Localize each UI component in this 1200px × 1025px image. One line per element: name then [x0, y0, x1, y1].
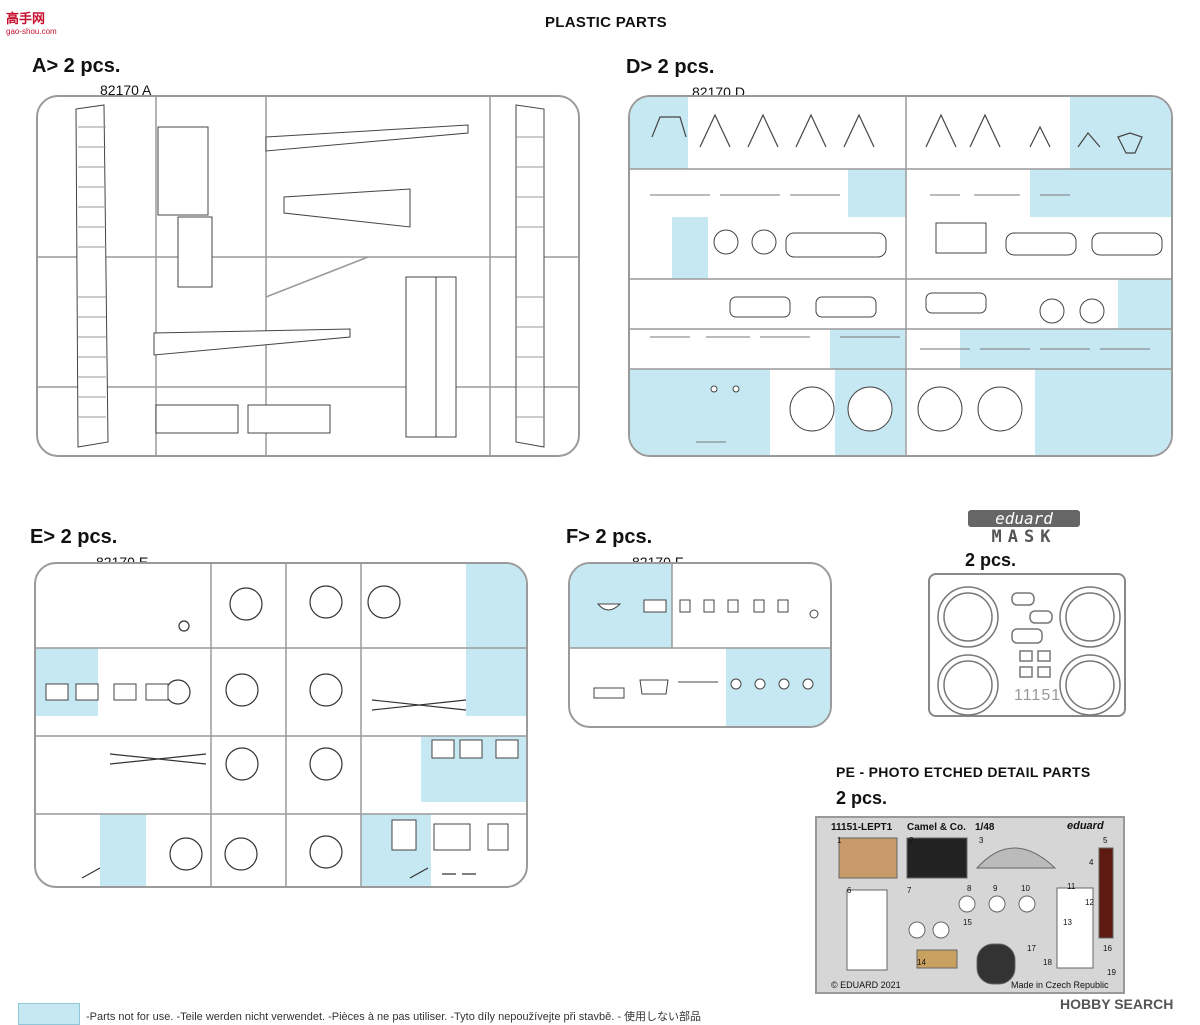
pe-part-number: 2 [909, 836, 914, 845]
pe-part-number: 17 [1027, 944, 1036, 953]
pe-part-number: 12 [1085, 898, 1094, 907]
unused-part-area [36, 648, 98, 716]
pe-part-number: 19 [1107, 968, 1116, 977]
mask-shapes [937, 586, 1121, 716]
pe-part-number: 16 [1103, 944, 1112, 953]
pe-part-number: 4 [1089, 858, 1094, 867]
pe-part-number: 15 [963, 918, 972, 927]
page-title: PLASTIC PARTS [545, 14, 667, 31]
sprue-e-frame [34, 562, 528, 888]
sprue-e-label: E> 2 pcs. [30, 526, 118, 548]
mask-logo: eduard MASK [968, 510, 1080, 547]
pe-title: PE - PHOTO ETCHED DETAIL PARTS [836, 764, 1091, 780]
mask-code: 11151 [1014, 687, 1062, 704]
unused-part-area [466, 648, 526, 716]
unused-part-area [848, 169, 906, 217]
legend-note: -Parts not for use. -Teile werden nicht … [86, 1011, 702, 1023]
mask-qty: 2 pcs. [965, 550, 1017, 570]
pe-parts [838, 837, 1114, 985]
legend-swatch [18, 1003, 80, 1025]
pe-part-number: 7 [907, 886, 912, 895]
sprue-d-frame [628, 95, 1173, 457]
unused-part-area [726, 648, 830, 726]
pe-made-in: Made in Czech Republic [1011, 980, 1109, 990]
pe-part-number: 5 [1103, 836, 1108, 845]
unused-part-area [1118, 279, 1171, 329]
sprue-d-label: D> 2 pcs. [626, 56, 715, 78]
pe-part-number: 14 [917, 958, 926, 967]
mask-word: MASK [991, 527, 1057, 547]
site-logo[interactable]: 高手网 gao-shou.com [6, 8, 86, 38]
sprue-d-parts [630, 97, 1171, 455]
sprue-a-label: A> 2 pcs. [32, 55, 121, 77]
unused-part-area [830, 329, 905, 369]
unused-part-area [100, 814, 146, 886]
mask-sheet: 11151 [928, 573, 1126, 717]
pe-part-number: 6 [847, 886, 852, 895]
pe-sheet-name: Camel & Co. [907, 822, 966, 833]
pe-qty: 2 pcs. [836, 788, 888, 808]
hobby-search-watermark: HOBBY SEARCH [1060, 996, 1174, 1012]
mask-brand: eduard [968, 510, 1080, 527]
pe-part-number: 10 [1021, 884, 1030, 893]
sprue-f-parts [570, 564, 830, 699]
unused-part-area [466, 564, 526, 648]
pe-part-number: 13 [1063, 918, 1072, 927]
unused-part-area [630, 369, 770, 455]
pe-fret: 11151-LEPT1 Camel & Co. 1/48 eduard © ED… [815, 816, 1125, 994]
sprue-a-frame [36, 95, 580, 457]
unused-part-area [630, 97, 688, 169]
pe-part-number: 11 [1067, 882, 1076, 891]
unused-part-area [1030, 169, 1171, 217]
sprue-a-parts [38, 97, 578, 455]
site-logo-sub: gao-shou.com [6, 27, 57, 36]
sprue-f-frame [568, 562, 832, 728]
sprue-a-code: 82170 A [100, 82, 152, 98]
pe-part-number: 9 [993, 884, 998, 893]
sprue-e-parts [36, 564, 526, 886]
pe-scale: 1/48 [975, 822, 995, 833]
pe-part-number: 1 [837, 836, 842, 845]
pe-part-number: 8 [967, 884, 972, 893]
unused-part-area [1070, 97, 1171, 169]
pe-brand: eduard [1067, 820, 1104, 832]
pe-part-number: 18 [1043, 958, 1052, 967]
unused-part-area [672, 217, 708, 279]
unused-part-area [1035, 369, 1171, 455]
pe-part-number: 3 [979, 836, 984, 845]
site-logo-text: 高手网 [6, 11, 46, 26]
pe-copyright: © EDUARD 2021 [831, 980, 901, 990]
pe-sheet-id: 11151-LEPT1 [831, 822, 893, 833]
sprue-f-label: F> 2 pcs. [566, 526, 653, 548]
